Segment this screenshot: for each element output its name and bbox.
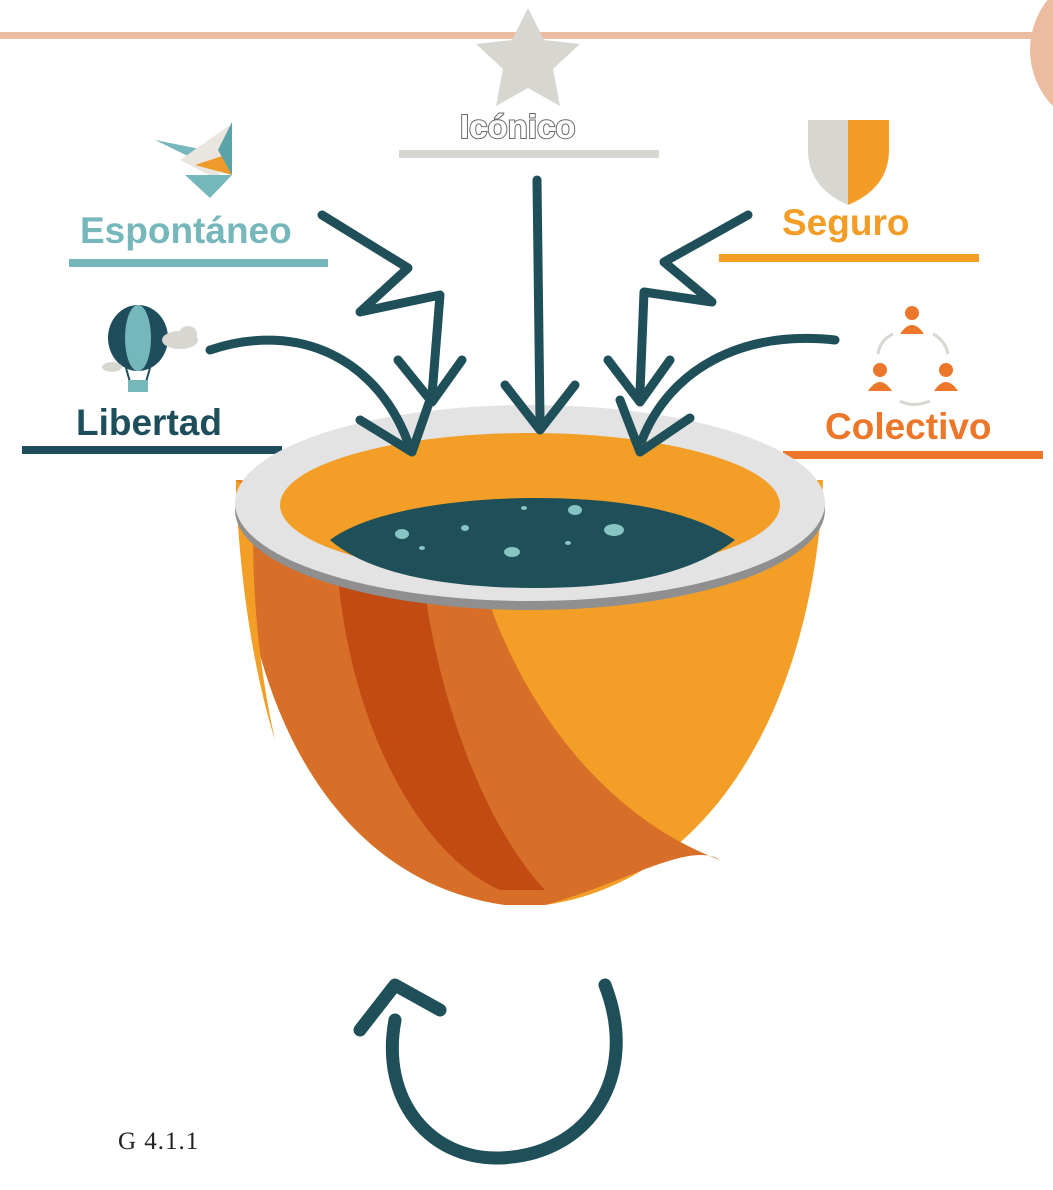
iconic-underline	[399, 150, 659, 158]
arrow-safe	[635, 210, 753, 397]
arrow-spontaneous	[317, 210, 445, 400]
collective-underline	[783, 451, 1043, 459]
arrows	[205, 175, 840, 457]
figure-code: G 4.1.1	[118, 1128, 200, 1155]
spontaneous-underline	[69, 259, 328, 267]
label-freedom: Libertad	[76, 402, 222, 443]
label-iconic: Icónico	[459, 107, 577, 146]
label-collective: Colectivo	[825, 406, 992, 447]
safe-underline	[719, 254, 979, 262]
freedom-underline	[22, 446, 282, 454]
shield-icon	[808, 120, 889, 205]
cycle-arrow-icon	[353, 978, 623, 1165]
arrow-iconic	[532, 175, 545, 425]
label-spontaneous: Espontáneo	[80, 210, 292, 251]
label-safe: Seguro	[782, 202, 910, 243]
star-icon	[476, 8, 580, 106]
cup-rim	[235, 405, 825, 610]
arrow-collective	[637, 334, 840, 445]
arrow-freedom	[205, 335, 415, 453]
hot-air-balloon-icon	[108, 305, 168, 392]
people-cycle-icon	[868, 306, 958, 406]
liquid-bubbles	[395, 505, 624, 557]
corner-circle	[1030, 0, 1053, 107]
cloud-icon	[102, 326, 198, 372]
origami-crane-icon	[155, 122, 232, 198]
